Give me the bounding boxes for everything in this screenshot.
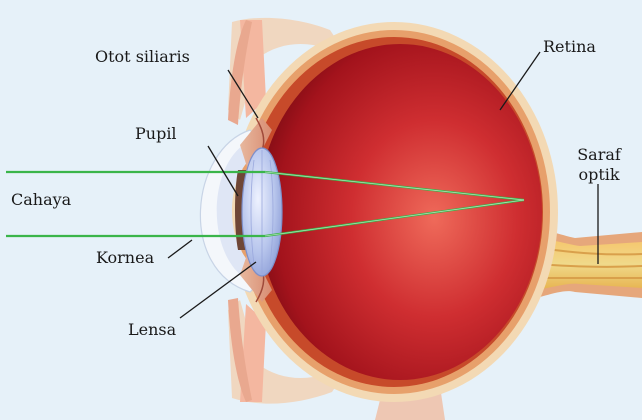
label-optic-nerve: Saraf optik (576, 145, 622, 185)
label-light: Cahaya (11, 190, 71, 210)
label-pupil: Pupil (135, 124, 177, 144)
label-optic-nerve-line2: optik (576, 165, 622, 185)
label-retina: Retina (543, 37, 596, 57)
label-ciliary-muscle: Otot siliaris (95, 47, 190, 67)
lens-shape (242, 148, 282, 276)
label-cornea: Kornea (96, 248, 154, 268)
vitreous-body (258, 44, 542, 380)
leader-cornea (168, 240, 192, 258)
label-lens: Lensa (128, 320, 176, 340)
label-optic-nerve-line1: Saraf (576, 145, 622, 165)
